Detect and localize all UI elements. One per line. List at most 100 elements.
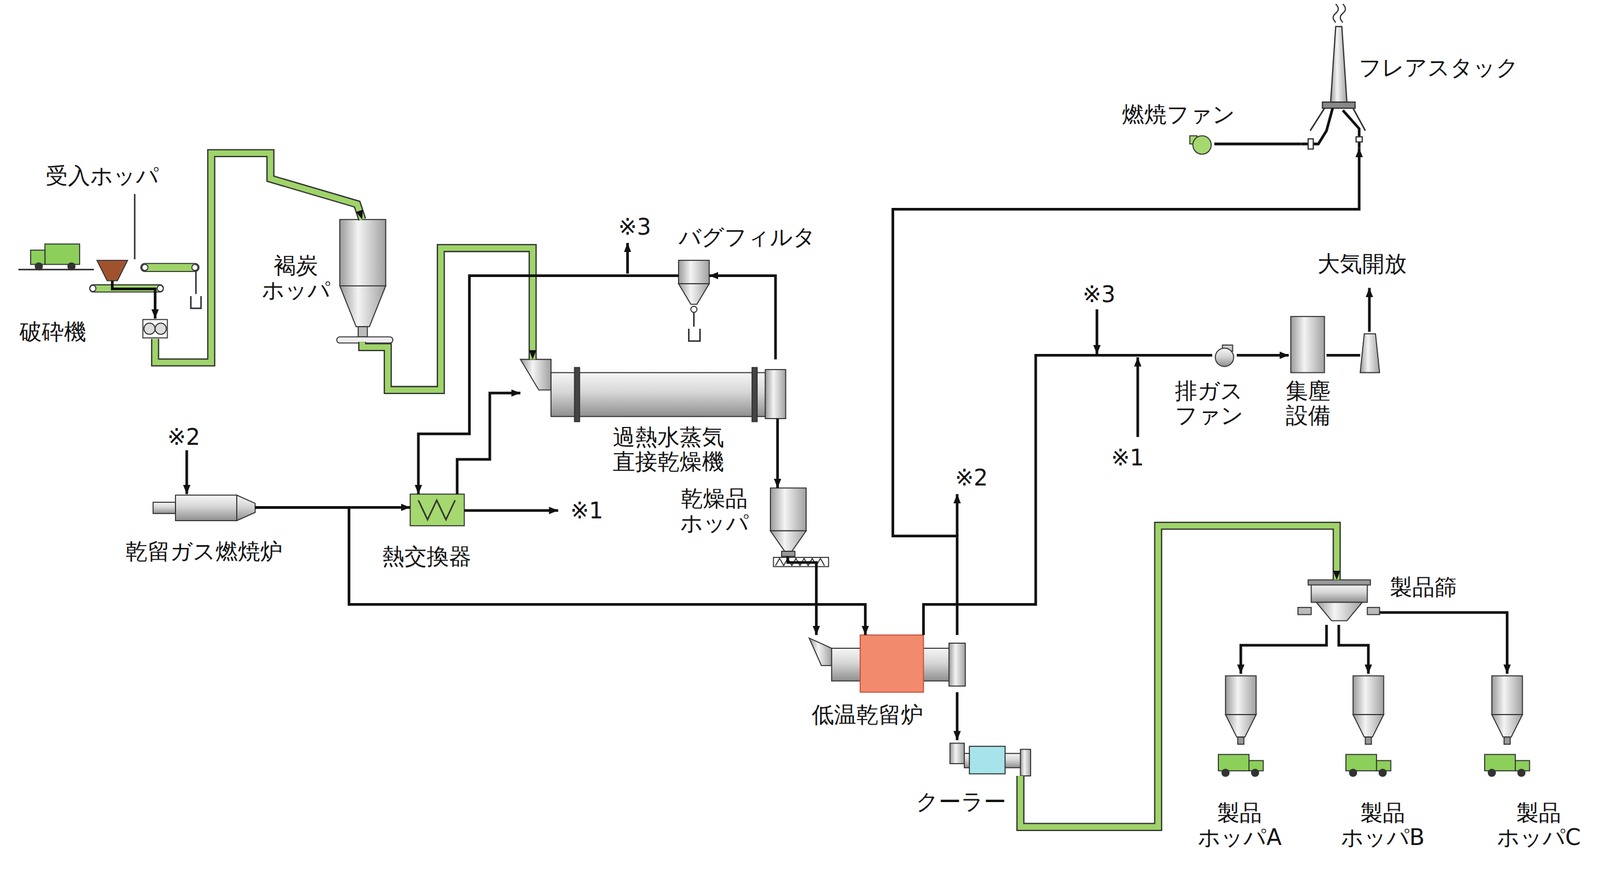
receiving-hopper-part bbox=[191, 264, 198, 271]
equipment-label: 破砕機 bbox=[19, 319, 87, 344]
carbonization-kiln bbox=[808, 634, 965, 692]
flare-stack-part bbox=[1333, 3, 1346, 23]
heat-exchanger-part bbox=[418, 499, 456, 520]
product-sieve-part bbox=[1308, 579, 1371, 585]
crusher-part bbox=[154, 323, 167, 335]
steam-dryer-part bbox=[550, 372, 766, 417]
receiving-hopper-part bbox=[191, 295, 202, 309]
product-hopper-c-part bbox=[1488, 768, 1496, 777]
product-hopper-b-part bbox=[1365, 736, 1372, 744]
pipe-line bbox=[1338, 624, 1369, 674]
steam-dryer: 過熱水蒸気 直接乾燥機 bbox=[520, 359, 786, 419]
bag-filter-part bbox=[693, 311, 695, 327]
equipment-label: 燃焼ファン bbox=[1122, 101, 1236, 127]
crusher-part bbox=[143, 323, 155, 335]
exhaust-fan-part bbox=[1215, 348, 1234, 367]
conveyor-line bbox=[362, 247, 533, 390]
product-hopper-b bbox=[1345, 675, 1392, 777]
pipe-line bbox=[787, 555, 817, 635]
equipment-label: 集塵 設備 bbox=[1285, 378, 1331, 428]
callout-number: ※2 bbox=[167, 424, 200, 450]
flare-stack-part bbox=[1355, 136, 1363, 142]
flow-line bbox=[112, 280, 156, 319]
flow-line bbox=[787, 555, 817, 635]
pipe-line bbox=[923, 354, 1213, 635]
exhaust-fan: 排ガス ファン bbox=[1212, 344, 1237, 368]
pipe-line bbox=[955, 691, 959, 740]
equipment-label: 製品 ホッパC bbox=[1496, 800, 1582, 850]
receiving-truck-part bbox=[67, 262, 76, 271]
conveyor-outline bbox=[362, 247, 533, 390]
dried-product-hopper-part bbox=[770, 488, 807, 531]
steam-dryer-part bbox=[574, 367, 580, 422]
pipe-line bbox=[1326, 353, 1360, 357]
product-sieve: 製品篩 bbox=[1295, 579, 1380, 625]
callout-number: ※3 bbox=[1082, 281, 1116, 307]
bag-filter bbox=[678, 260, 710, 341]
flow-line bbox=[956, 691, 958, 740]
equipment-label: 受入ホッパ bbox=[45, 163, 159, 188]
cooler: クーラー bbox=[948, 739, 1031, 776]
receiving-hopper: 受入ホッパ bbox=[96, 260, 128, 281]
flare-stack-part bbox=[1300, 108, 1333, 144]
receiving-hopper-part bbox=[89, 285, 96, 292]
flow-line bbox=[777, 418, 779, 489]
conveyor-outline bbox=[154, 153, 363, 363]
flare-stack bbox=[1300, 3, 1365, 149]
callout-arrow-part bbox=[626, 242, 629, 274]
carbonization-kiln-part bbox=[948, 642, 965, 686]
carbonization-kiln-part bbox=[808, 637, 832, 666]
callout-arrow-part bbox=[185, 450, 189, 495]
dust-collector-part bbox=[1290, 316, 1325, 373]
receiving-hopper-part bbox=[142, 264, 149, 271]
product-hopper-a-part bbox=[1251, 768, 1259, 777]
flare-stack-part bbox=[1322, 101, 1356, 109]
product-sieve-part bbox=[1367, 607, 1380, 615]
lignite-hopper: 褐炭 ホッパ bbox=[339, 219, 386, 343]
equipment-label: 製品 ホッパB bbox=[1340, 800, 1425, 850]
vent-stack: 大気開放 bbox=[1360, 333, 1380, 373]
cooler-part bbox=[1020, 748, 1031, 776]
steam-dryer-part bbox=[752, 367, 758, 422]
equipment-label: 低温乾留炉 bbox=[811, 701, 924, 727]
product-sieve bbox=[1298, 579, 1380, 621]
conveyor-line bbox=[1020, 525, 1338, 827]
lignite-hopper-part bbox=[339, 285, 386, 327]
equipment-label: 排ガス ファン bbox=[1174, 378, 1244, 428]
receiving-hopper-part bbox=[96, 260, 128, 281]
flow-line bbox=[418, 275, 679, 495]
equipment-label: 大気開放 bbox=[1317, 251, 1407, 276]
product-hopper-b-part bbox=[1349, 768, 1357, 777]
callout-number: ※1 bbox=[1110, 445, 1144, 470]
receiving-truck bbox=[18, 244, 95, 271]
callout-number: ※1 bbox=[570, 498, 604, 523]
flow-line bbox=[1326, 354, 1360, 356]
combustion-fan bbox=[1189, 135, 1212, 155]
equipment-label: バグフィルタ bbox=[678, 224, 816, 250]
product-hopper: 製品 ホッパC bbox=[1484, 673, 1531, 778]
receiving-hopper bbox=[89, 193, 202, 309]
lignite-hopper bbox=[336, 219, 393, 344]
pipe-line bbox=[709, 275, 776, 360]
callout-arrow-part bbox=[464, 508, 559, 512]
product-hopper-a-part bbox=[1221, 768, 1229, 777]
dried-product-hopper bbox=[770, 488, 829, 567]
flow-line bbox=[1338, 624, 1369, 674]
product-hopper-b-part bbox=[1345, 754, 1377, 771]
gas-burner-part bbox=[153, 501, 176, 514]
flare-stack-part bbox=[1330, 26, 1347, 103]
crusher bbox=[142, 319, 168, 338]
product-hopper-a bbox=[1218, 675, 1264, 777]
conveyor-line bbox=[154, 153, 363, 363]
receiving-truck-part bbox=[45, 244, 80, 265]
product-hopper-c-part bbox=[1518, 768, 1526, 777]
cooler bbox=[949, 742, 1031, 776]
callout-number: ※2 bbox=[954, 465, 988, 490]
callout-arrow-part bbox=[1368, 288, 1372, 333]
steam-dryer-part bbox=[520, 359, 551, 390]
pipe-line bbox=[893, 148, 1360, 636]
